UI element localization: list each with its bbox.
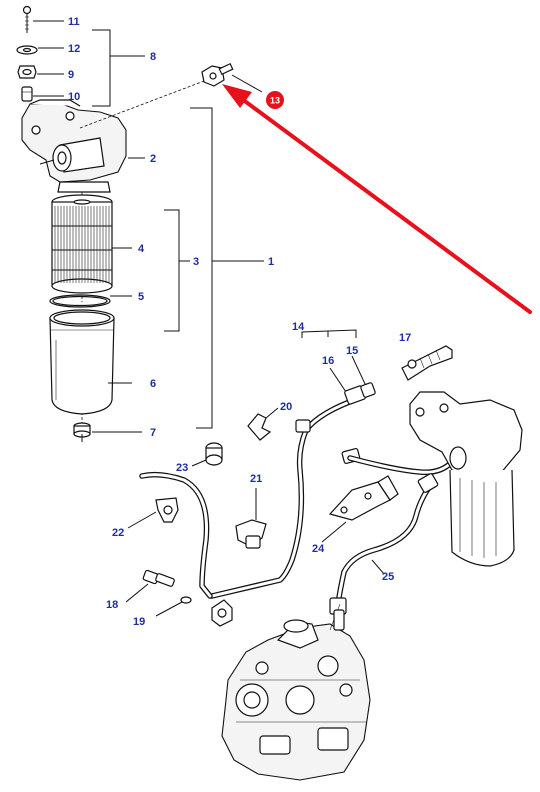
- callout-19: 19: [133, 616, 145, 628]
- callout-20: 20: [280, 401, 292, 413]
- injection-pump: [211, 599, 371, 781]
- connector-part-17: [401, 345, 453, 381]
- hose-line-16: [209, 395, 363, 599]
- drain-plug-part-7: [73, 422, 91, 442]
- callout-labels: 11 12 9 10 8 2 4 3 1 5 6 7 14 16 15 17 2…: [68, 16, 411, 628]
- callout-24: 24: [312, 543, 325, 555]
- screw-part-11: [22, 5, 32, 33]
- callout-13-badge: 13: [266, 91, 284, 109]
- washer-part-12: [16, 45, 38, 55]
- washer-part-19: [180, 596, 192, 604]
- o-ring-part-5: [49, 294, 111, 308]
- callout-17: 17: [399, 332, 411, 344]
- callout-18: 18: [106, 599, 118, 611]
- callout-9: 9: [68, 69, 74, 81]
- callout-4: 4: [138, 243, 145, 255]
- callout-25: 25: [382, 571, 394, 583]
- callout-7: 7: [150, 427, 156, 439]
- callout-6: 6: [150, 378, 156, 390]
- filter-element-part-4: [51, 194, 113, 294]
- callout-13: 13: [270, 96, 280, 106]
- callout-11: 11: [68, 16, 80, 28]
- leak-off-pipe: [139, 471, 213, 599]
- filter-head-part-2: [21, 99, 127, 193]
- callout-5: 5: [138, 291, 144, 303]
- spacer-part-10: [21, 86, 33, 102]
- bracket-part-24: [328, 475, 399, 521]
- clamp-part-21: [235, 488, 267, 549]
- callout-10: 10: [68, 91, 80, 103]
- filter-bowl-part-6: [49, 309, 115, 415]
- cap-part-23: [205, 442, 223, 466]
- callout-8: 8: [150, 51, 156, 63]
- hose-connector-15: [344, 382, 376, 405]
- callout-16: 16: [322, 355, 334, 367]
- callout-3: 3: [193, 256, 199, 268]
- highlight-arrow: [222, 84, 532, 314]
- sensor-part-18: [142, 569, 175, 587]
- clip-part-20: [247, 413, 272, 441]
- hose-line-to-filter: [347, 455, 455, 476]
- fuel-pipe-part-25: [329, 473, 439, 615]
- callout-23: 23: [176, 462, 188, 474]
- callout-1: 1: [268, 256, 274, 268]
- callout-15: 15: [346, 345, 358, 357]
- callout-22: 22: [112, 527, 124, 539]
- callout-14: 14: [292, 321, 305, 333]
- hollow-screw-part-13: [201, 62, 234, 87]
- filter-pleats: [52, 206, 112, 283]
- nut-part-9: [17, 65, 37, 79]
- callout-21: 21: [250, 473, 262, 485]
- callout-2: 2: [150, 153, 156, 165]
- banjo-part-22: [155, 497, 179, 523]
- callout-12: 12: [68, 43, 80, 55]
- filter-assembly-installed: [409, 391, 523, 567]
